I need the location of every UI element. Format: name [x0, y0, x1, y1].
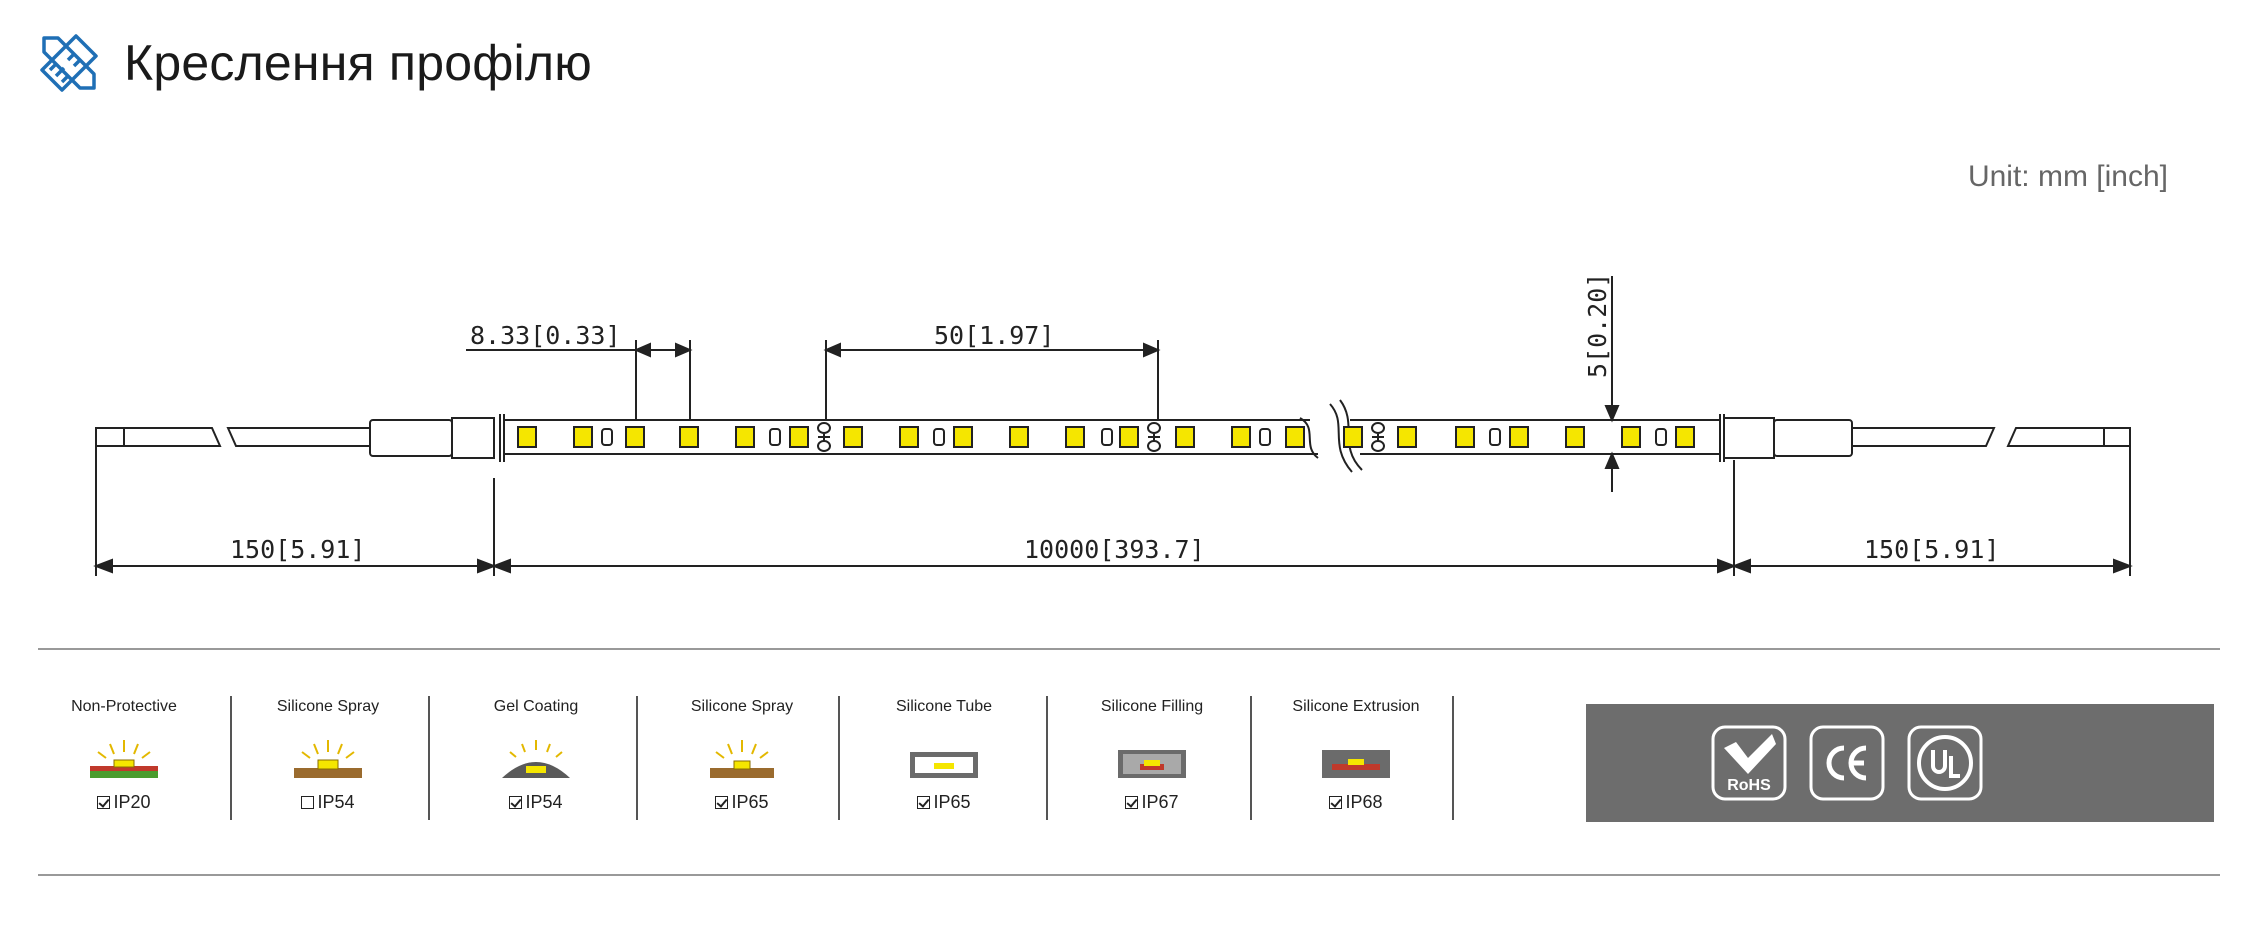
ce-icon: [1809, 725, 1885, 801]
led-chip: [1343, 426, 1363, 448]
ip-option-label: IP67: [1054, 792, 1250, 813]
led-chip: [1231, 426, 1251, 448]
led-chip: [1175, 426, 1195, 448]
led-chip: [1065, 426, 1085, 448]
ip-option-label: IP68: [1256, 792, 1456, 813]
ip-separator: [1250, 696, 1252, 820]
led-chip: [843, 426, 863, 448]
ip-option-silicone-spray-65: Silicone Spray IP65: [644, 690, 840, 830]
ip-option-silicone-spray-54: Silicone Spray IP54: [238, 690, 418, 830]
rohs-text: RoHS: [1727, 777, 1771, 794]
ip-option-title: Non-Protective: [71, 698, 177, 715]
rohs-icon: RoHS: [1711, 725, 1787, 801]
ip-option-label: IP54: [238, 792, 418, 813]
ip-option-silicone-tube: Silicone Tube IP65: [846, 690, 1042, 830]
checkbox-icon: [1329, 796, 1343, 809]
divider-top: [38, 648, 2220, 650]
checkbox-icon: [97, 796, 111, 809]
silicone-spray-icon: [294, 740, 362, 778]
silicone-spray-icon: [710, 740, 774, 778]
led-chip: [1675, 426, 1695, 448]
led-chip: [679, 426, 699, 448]
resistor: [769, 428, 781, 446]
resistor: [1101, 428, 1113, 446]
ip-option-title: Gel Coating: [493, 698, 579, 715]
silicone-tube-icon: [910, 752, 978, 778]
led-chip: [517, 426, 537, 448]
ip-separator: [230, 696, 232, 820]
divider-bottom: [38, 874, 2220, 876]
led-chip: [789, 426, 809, 448]
ip-option-silicone-filling: Silicone Filling IP67: [1054, 690, 1250, 830]
led-chip: [1285, 426, 1305, 448]
ip-separator: [1046, 696, 1048, 820]
ip-option-title: Silicone Spray: [690, 698, 794, 715]
led-chip: [1509, 426, 1529, 448]
certification-panel: RoHS: [1586, 704, 2214, 822]
led-chip: [1009, 426, 1029, 448]
ip-option-title: Silicone Extrusion: [1292, 698, 1420, 715]
led-chip: [899, 426, 919, 448]
strip-drawing: 8.33[0.33] 50[1.97] 5[0.20] 150[5.91] 10…: [93, 273, 2133, 576]
led-chip: [953, 426, 973, 448]
ip-option-gel-coating: Gel Coating IP54: [436, 690, 636, 830]
led-chip: [1455, 426, 1475, 448]
led-chip: [1621, 426, 1641, 448]
gel-coating-icon: [502, 740, 570, 778]
silicone-filling-icon: [1118, 750, 1186, 778]
section-header: Креслення профілю: [36, 28, 592, 98]
checkbox-icon: [917, 796, 931, 809]
ip-option-title: Silicone Tube: [895, 698, 993, 715]
checkbox-icon: [509, 796, 523, 809]
checkbox-icon: [301, 796, 315, 809]
ip-separator: [428, 696, 430, 820]
led-chip: [573, 426, 593, 448]
led-chip: [625, 426, 645, 448]
ul-icon: [1907, 725, 1983, 801]
page-title: Креслення профілю: [124, 35, 592, 91]
non-protective-icon: [90, 740, 158, 778]
ip-option-label: IP54: [436, 792, 636, 813]
led-chip: [1119, 426, 1139, 448]
ip-option-label: IP65: [846, 792, 1042, 813]
checkbox-icon: [715, 796, 729, 809]
cut-pad: [817, 422, 832, 452]
ip-option-silicone-extrusion: Silicone Extrusion IP68: [1256, 690, 1456, 830]
dim-cut-length: 50[1.97]: [934, 321, 1054, 350]
dim-pitch: 8.33[0.33]: [470, 321, 621, 350]
resistor: [1489, 428, 1501, 446]
silicone-extrusion-icon: [1322, 750, 1390, 778]
ip-separator: [838, 696, 840, 820]
led-chip: [1565, 426, 1585, 448]
cut-pad: [1147, 422, 1162, 452]
resistor: [1259, 428, 1271, 446]
cut-pad: [1371, 422, 1386, 452]
ip-option-non-protective: Non-Protective IP20: [38, 690, 210, 830]
ip-option-label: IP65: [644, 792, 840, 813]
ip-option-label: IP20: [38, 792, 210, 813]
resistor: [601, 428, 613, 446]
dim-strip-length: 10000[393.7]: [1024, 535, 1205, 564]
led-chip: [1397, 426, 1417, 448]
ruler-pencil-icon: [40, 34, 98, 92]
unit-label: Unit: mm [inch]: [1967, 160, 2168, 193]
resistor: [1655, 428, 1667, 446]
resistor: [933, 428, 945, 446]
dim-lead-right: 150[5.91]: [1864, 535, 1999, 564]
dim-width: 5[0.20]: [1583, 273, 1612, 378]
ip-option-title: Silicone Spray: [276, 698, 380, 715]
ip-option-title: Silicone Filling: [1100, 698, 1204, 715]
checkbox-icon: [1125, 796, 1139, 809]
dim-lead-left: 150[5.91]: [230, 535, 365, 564]
led-chip: [735, 426, 755, 448]
ip-separator: [1452, 696, 1454, 820]
ip-separator: [636, 696, 638, 820]
